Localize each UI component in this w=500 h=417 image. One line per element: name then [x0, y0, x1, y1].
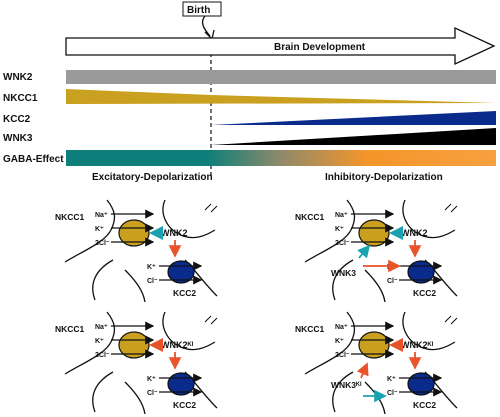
ion-out-label: K⁺ [147, 376, 156, 383]
ion-out-label: K⁺ [387, 376, 396, 383]
row-gaba-effect: GABA-Effect [3, 150, 496, 166]
kinase-label: WNK2 [401, 228, 428, 238]
row-label-wnk3: WNK3 [3, 133, 33, 144]
row-label-gaba-effect: GABA-Effect [3, 154, 64, 165]
membrane-tick [444, 203, 458, 213]
row-kcc2: KCC2 [3, 111, 496, 125]
membrane-curve [124, 269, 146, 303]
ion-in-label: Na⁺ [335, 212, 348, 219]
row-label-kcc2: KCC2 [3, 114, 31, 125]
kcc2-label: KCC2 [173, 400, 196, 410]
row-label-nkcc1: NKCC1 [3, 93, 38, 104]
membrane-curve [64, 311, 116, 375]
row-nkcc1: NKCC1 [3, 89, 496, 104]
birth-arrow-curve [201, 15, 211, 37]
membrane-curve [304, 199, 356, 263]
brain-development-label: Brain Development [274, 42, 366, 53]
ion-out-label: Cl⁻ [387, 390, 398, 397]
ion-in-label: 2Cl⁻ [95, 240, 110, 247]
ion-in-label: K⁺ [335, 226, 344, 233]
kcc2-label: KCC2 [173, 288, 196, 298]
membrane-curve [92, 259, 114, 301]
ion-out-label: Cl⁻ [147, 278, 158, 285]
membrane-curve [92, 371, 114, 413]
ion-in-label: 2Cl⁻ [95, 352, 110, 359]
row-wnk3: WNK3 [3, 128, 496, 145]
membrane-curve [304, 311, 356, 375]
membrane-curve [402, 311, 456, 351]
ion-in-label: Na⁺ [335, 324, 348, 331]
extra-kinase-label: WNK3ᴷᴵ [331, 380, 362, 390]
membrane-curve [162, 199, 216, 239]
gaba-effect-bar [66, 150, 496, 166]
membrane-curve [64, 199, 116, 263]
row-label-wnk2: WNK2 [3, 72, 33, 83]
wnk2-bar [66, 70, 496, 84]
wnk3ki-arrow [356, 362, 369, 379]
membrane-tick [204, 315, 218, 325]
nkcc1-label: NKCC1 [55, 324, 85, 334]
extra-kinase-label: WNK3 [331, 268, 356, 278]
kcc2-label: KCC2 [413, 288, 436, 298]
nkcc1-label: NKCC1 [295, 324, 325, 334]
birth-label: Birth [187, 5, 210, 16]
kinase-label: WNK2ᴷᴵ [161, 340, 194, 350]
membrane-curve [162, 311, 216, 351]
membrane-tick [444, 315, 458, 325]
membrane-curve [124, 381, 146, 415]
ion-in-label: 2Cl⁻ [335, 352, 350, 359]
ion-out-label: Cl⁻ [147, 390, 158, 397]
ion-in-label: K⁺ [95, 338, 104, 345]
membrane-curve [332, 371, 354, 413]
ion-in-label: K⁺ [335, 338, 344, 345]
kcc2-wedge [211, 111, 496, 125]
nkcc1-label: NKCC1 [295, 212, 325, 222]
nkcc1-label: NKCC1 [55, 212, 85, 222]
membrane-tick [204, 203, 218, 213]
brain-development-arrow: Brain Development [65, 26, 496, 66]
row-wnk2: WNK2 [3, 70, 496, 84]
membrane-curve [402, 199, 456, 239]
ion-out-label: Cl⁻ [387, 278, 398, 285]
kinase-label: WNK2 [161, 228, 188, 238]
membrane-curve [332, 259, 354, 301]
ion-in-label: 2Cl⁻ [335, 240, 350, 247]
wnk3-to-nkcc1-arrow [357, 244, 371, 259]
phase-left-label: Excitatory-Depolarization [92, 172, 213, 183]
kcc2-label: KCC2 [413, 400, 436, 410]
ion-out-label: K⁺ [387, 264, 396, 271]
ion-in-label: K⁺ [95, 226, 104, 233]
nkcc1-wedge [66, 89, 496, 104]
ion-in-label: Na⁺ [95, 212, 108, 219]
wnk3-wedge [211, 128, 496, 145]
membrane-curve [364, 381, 386, 415]
ion-out-label: K⁺ [147, 264, 156, 271]
kinase-label: WNK2ᴷᴵ [401, 340, 434, 350]
phase-right-label: Inhibitory-Depolarization [325, 172, 443, 183]
ion-in-label: Na⁺ [95, 324, 108, 331]
membrane-curve [364, 269, 386, 303]
